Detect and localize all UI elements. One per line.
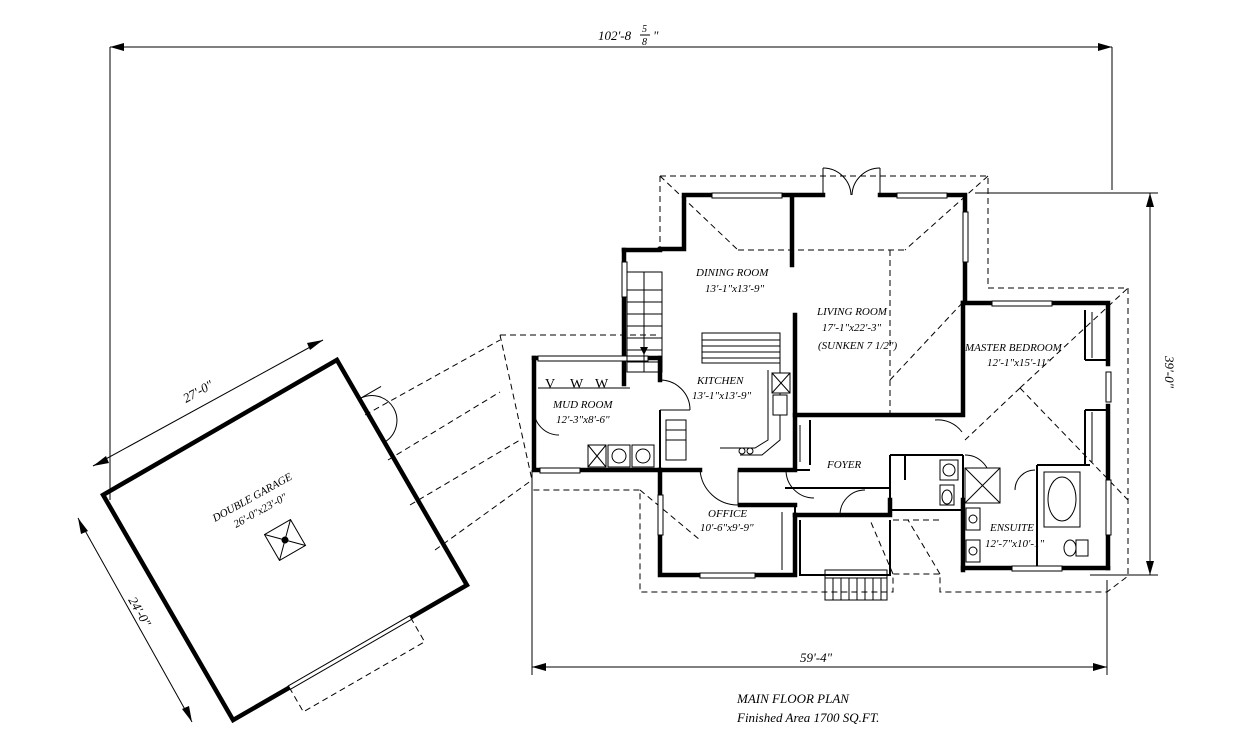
house-depth-dimension: 39'-0"	[975, 192, 1177, 576]
breezeway-dashes	[364, 339, 533, 551]
closet-marks	[781, 312, 1093, 570]
kitchen-size: 13'-1"x13'-9"	[692, 390, 752, 402]
svg-text:W: W	[595, 377, 609, 392]
house-depth-label: 39'-0"	[1162, 355, 1177, 389]
master-bedroom-size: 12'-1"x15'-11"	[987, 357, 1051, 369]
french-doors	[822, 167, 881, 196]
living-room-name: LIVING ROOM	[816, 306, 888, 318]
house-walls	[531, 192, 1111, 578]
interior-doors	[533, 379, 1036, 516]
roof-overhang-outline	[499, 175, 1129, 593]
caption-title: MAIN FLOOR PLAN	[736, 691, 850, 706]
garage	[100, 356, 470, 724]
living-room-size: 17'-1"x22'-3"	[822, 322, 882, 334]
svg-text:W: W	[570, 377, 584, 392]
overall-width-frac-num: 5	[642, 24, 647, 35]
caption-area: Finished Area 1700 SQ.FT.	[736, 710, 879, 725]
dining-room-name: DINING ROOM	[695, 267, 769, 279]
garage-depth-label: 24'-0"	[125, 594, 154, 630]
office-name: OFFICE	[708, 508, 747, 520]
plan-caption: MAIN FLOOR PLAN Finished Area 1700 SQ.FT…	[736, 691, 879, 725]
living-room-note: (SUNKEN 7 1/2")	[818, 340, 898, 352]
overall-width-frac-den: 8	[642, 37, 647, 48]
ensuite-name: ENSUITE	[989, 522, 1034, 534]
ensuite-size: 12'-7"x10'-1"	[985, 538, 1045, 550]
master-bedroom-name: MASTER BEDROOM	[964, 342, 1063, 354]
house-width-label: 59'-4"	[800, 650, 833, 665]
dining-room-size: 13'-1"x13'-9"	[705, 283, 765, 295]
kitchen-name: KITCHEN	[696, 375, 744, 387]
windows	[537, 192, 1112, 579]
svg-text:V: V	[545, 377, 555, 392]
stairs	[626, 271, 663, 373]
room-labels: DINING ROOM 13'-1"x13'-9" LIVING ROOM 17…	[210, 267, 1063, 550]
mud-room-fixtures: V W W	[538, 377, 655, 468]
overall-width-label: 102'-8	[598, 28, 632, 43]
office-size: 10'-6"x9'-9"	[700, 522, 754, 534]
foyer-name: FOYER	[826, 459, 862, 471]
mud-room-name: MUD ROOM	[552, 399, 613, 411]
porch-steps	[824, 569, 888, 601]
house-width-dimension: 59'-4"	[531, 470, 1108, 675]
mud-room-size: 12'-3"x8'-6"	[556, 414, 610, 426]
kitchen-counters	[660, 332, 791, 461]
garage-width-dimension: 27'-0"	[92, 339, 324, 467]
bathroom-fixtures	[939, 459, 1089, 563]
overall-width-suffix: "	[653, 28, 659, 43]
overall-width-dimension: 102'-8 5 8 "	[109, 24, 1113, 500]
